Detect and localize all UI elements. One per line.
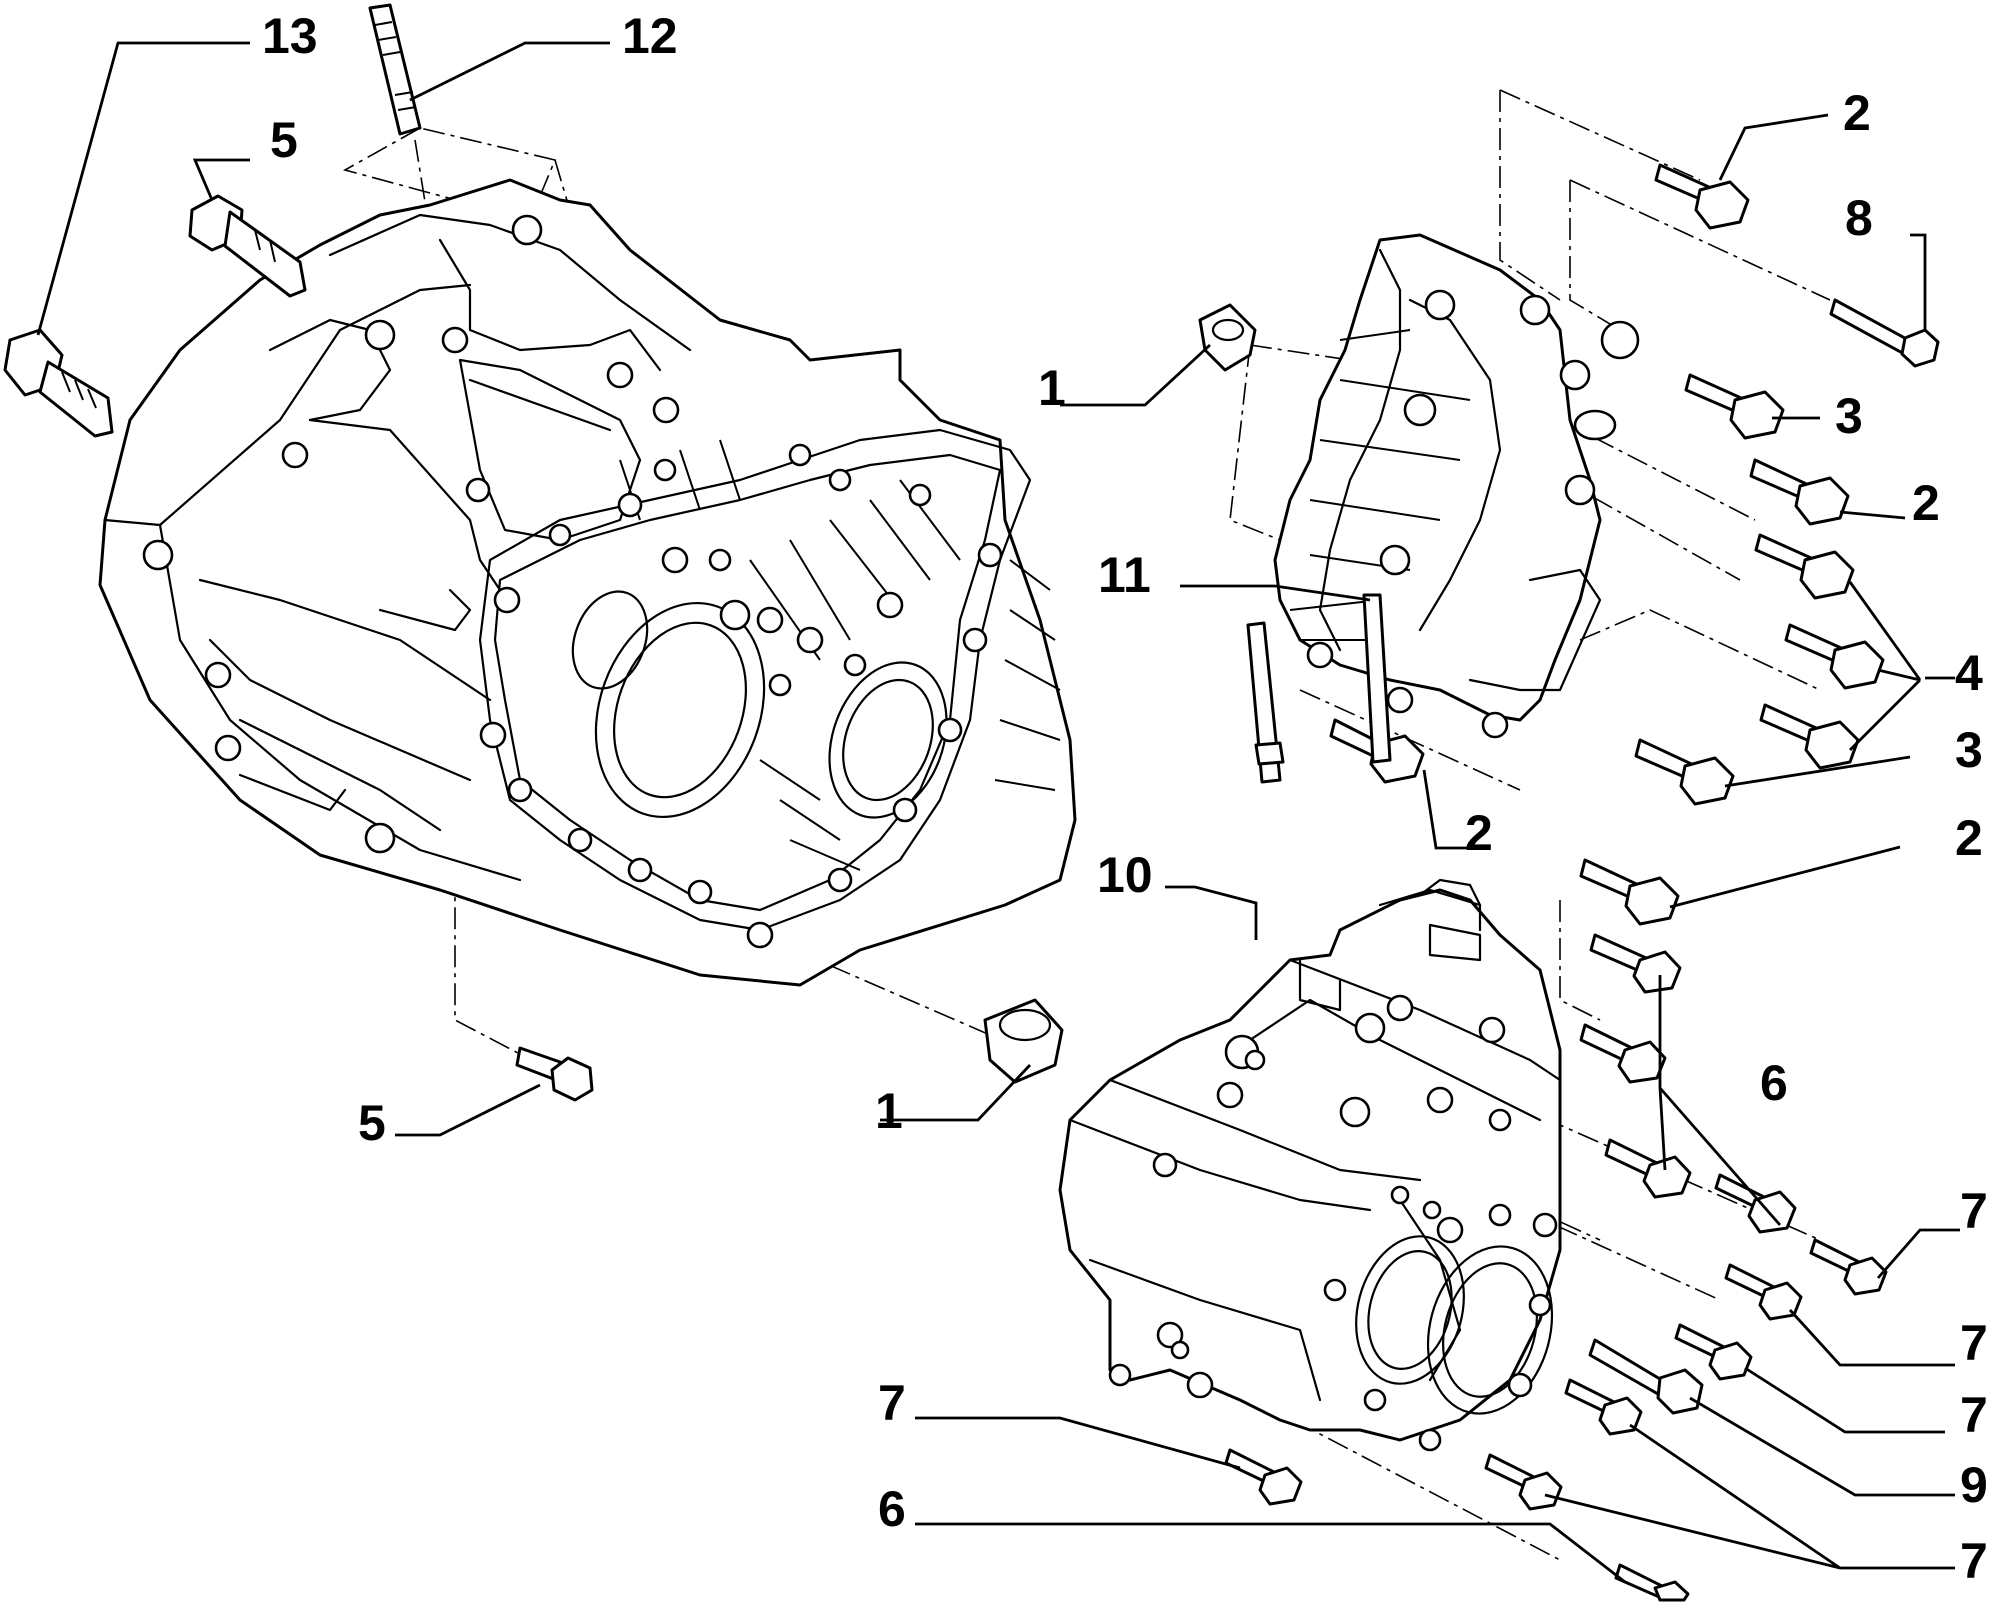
bolt-6-a	[1589, 933, 1682, 994]
callout-9: 9	[1960, 1457, 1988, 1513]
bolt-4-a	[1754, 533, 1855, 600]
bolt-6-e	[1614, 1563, 1690, 1602]
callout-3-lower: 3	[1955, 722, 1983, 778]
callout-labels: 13 12 5 5 1 1 2 2 2 2 8 3 3 4 11 10 6 6 …	[262, 8, 1988, 1589]
callout-7-d: 7	[1960, 1533, 1988, 1589]
bolt-2-mid	[1749, 458, 1850, 526]
stud-12	[368, 3, 422, 136]
bolt-6-c	[1604, 1138, 1692, 1199]
bolt-5-lower	[515, 1046, 594, 1102]
callout-2-mid: 2	[1912, 475, 1940, 531]
bolt-6-d	[1714, 1173, 1797, 1234]
bolt-4-c	[1759, 703, 1860, 770]
callout-2-lower-left: 2	[1465, 805, 1493, 861]
callout-6-bottom: 6	[878, 1481, 906, 1537]
stud-10	[1246, 621, 1285, 784]
callout-13: 13	[262, 8, 318, 64]
bolt-7-a	[1809, 1238, 1888, 1296]
bolt-13	[3, 328, 114, 438]
callout-7-e: 7	[878, 1375, 906, 1431]
bolt-2-bottom	[1579, 858, 1680, 926]
callout-5-lower: 5	[358, 1095, 386, 1151]
bolt-9	[1588, 1338, 1704, 1415]
callout-7-a: 7	[1960, 1183, 1988, 1239]
callout-8: 8	[1845, 190, 1873, 246]
bushing-1-upper	[1198, 303, 1257, 372]
bolt-2-top	[1654, 163, 1750, 230]
bolt-5-upper	[188, 194, 307, 298]
callout-2-bottom: 2	[1955, 810, 1983, 866]
bushing-1-lower	[983, 998, 1064, 1084]
callout-7-b: 7	[1960, 1315, 1988, 1371]
bolt-7-e	[1484, 1453, 1563, 1511]
callout-6-right: 6	[1760, 1055, 1788, 1111]
callout-5-upper: 5	[270, 112, 298, 168]
bolt-8	[1829, 298, 1940, 368]
rear-cover	[1273, 233, 1640, 739]
bolt-4-b	[1784, 623, 1885, 690]
callout-3-upper: 3	[1835, 388, 1863, 444]
bolt-7-c	[1674, 1323, 1753, 1381]
stud-11	[1362, 593, 1392, 764]
callout-2-top: 2	[1843, 85, 1871, 141]
callout-1-upper: 1	[1038, 360, 1066, 416]
callout-4: 4	[1955, 645, 1983, 701]
leader-lines	[36, 41, 1960, 1584]
clutch-housing	[98, 178, 1077, 987]
gearbox-case	[1058, 878, 1562, 1452]
callout-7-c: 7	[1960, 1387, 1988, 1443]
bolt-3-upper	[1684, 373, 1785, 440]
bolt-6-b	[1579, 1023, 1667, 1084]
callout-1-lower: 1	[875, 1083, 903, 1139]
callout-11: 11	[1098, 547, 1151, 603]
callout-10: 10	[1097, 847, 1153, 903]
bolt-3-lower	[1634, 738, 1735, 806]
bolt-7-f	[1224, 1448, 1303, 1506]
fasteners	[3, 3, 1940, 1602]
callout-12: 12	[622, 8, 678, 64]
